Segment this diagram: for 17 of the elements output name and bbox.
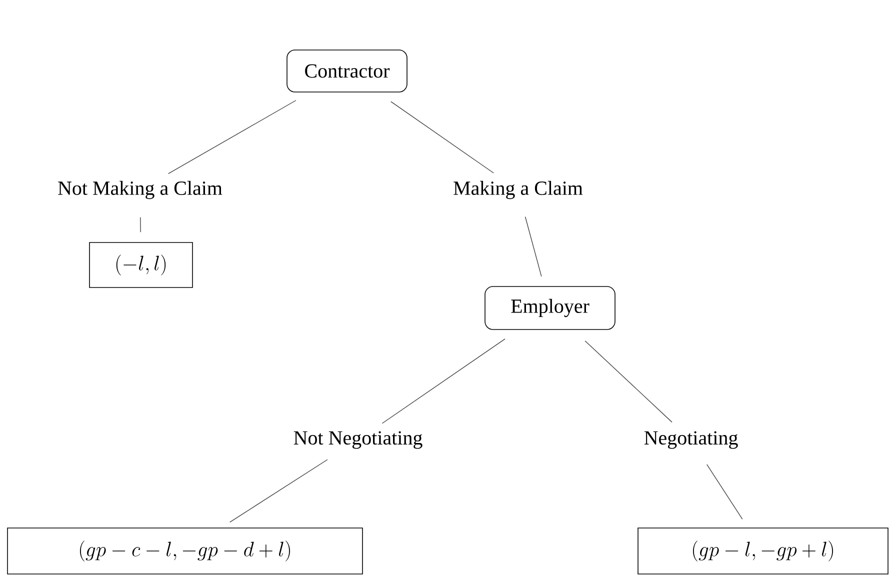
decision-box: Contractor <box>286 50 408 92</box>
payoff-box: $\left(gp-l,-gp+l\right)$ <box>638 528 888 574</box>
branch-line <box>390 101 494 174</box>
branch-label: Not Negotiating <box>294 431 422 449</box>
branch-line <box>706 464 743 520</box>
branch-line <box>524 216 542 277</box>
branch-label: Not Making a Claim <box>58 180 222 200</box>
branch-line <box>584 340 672 423</box>
branch-label: Making a Claim <box>454 180 583 200</box>
decision-box: Employer <box>484 286 616 330</box>
payoff-box: $\left(gp-c-l,-gp-d+l\right)$ <box>7 528 363 574</box>
branch-line <box>382 338 506 424</box>
branch-label: Negotiating <box>644 431 738 449</box>
payoff-box: $\left(-l,l\right)$ <box>89 242 193 288</box>
branch-line <box>230 459 328 523</box>
branch-line <box>168 100 296 174</box>
branch-line <box>140 216 141 232</box>
